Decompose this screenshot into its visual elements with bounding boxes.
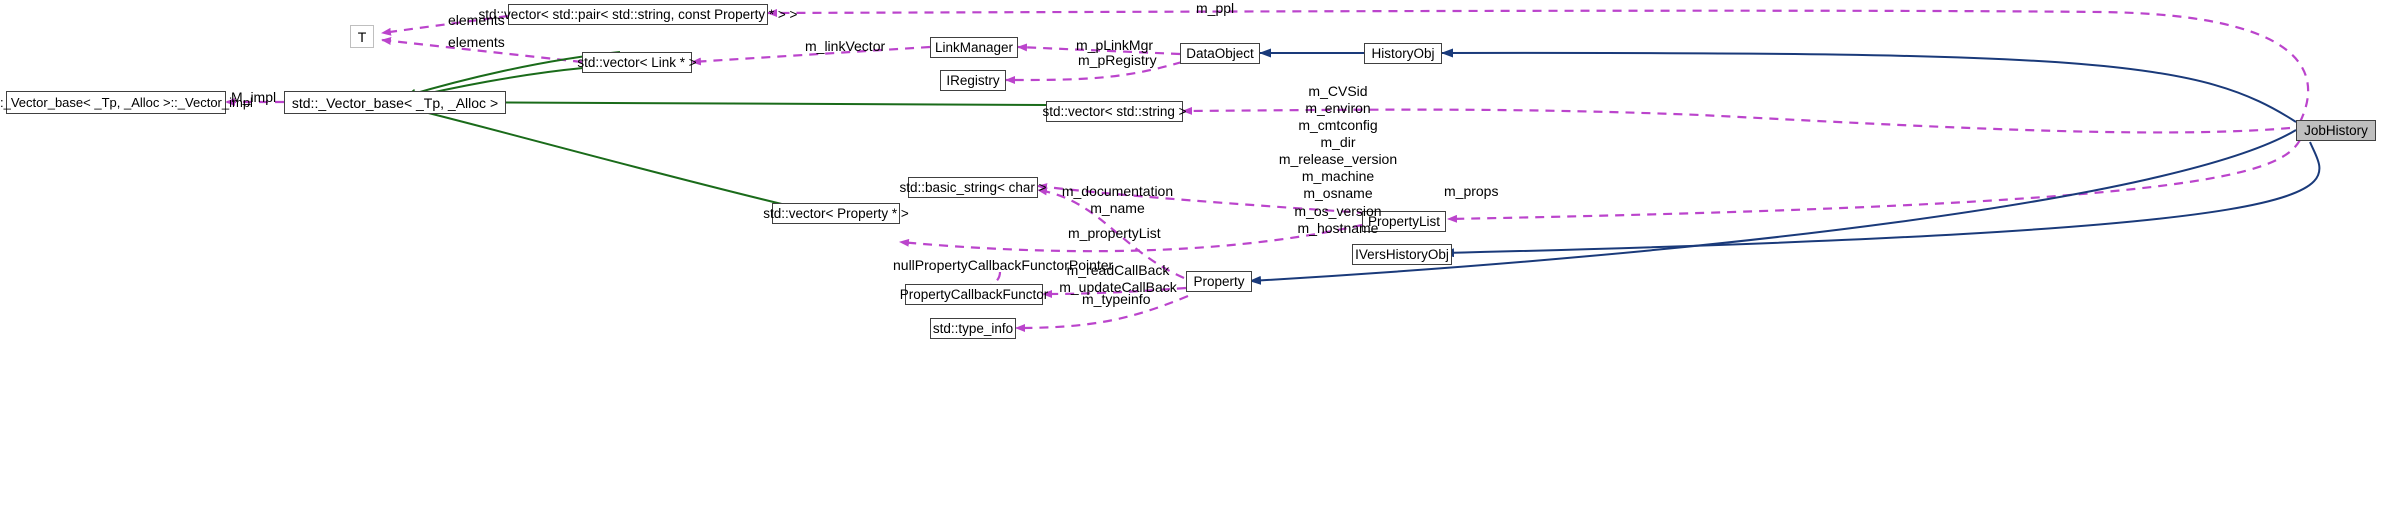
edge-template-property-vector bbox=[403, 104, 791, 207]
edge-label-m-propertylist: m_propertyList bbox=[1068, 225, 1161, 241]
node-iregistry[interactable]: IRegistry bbox=[940, 70, 1006, 91]
node-job-history[interactable]: JobHistory bbox=[2296, 120, 2376, 141]
node-ivers-history-obj[interactable]: IVersHistoryObj bbox=[1352, 244, 1452, 265]
edge-inherit-jobhistory-historyobj bbox=[1441, 48, 2297, 123]
edge-label-elements-2: elements bbox=[448, 34, 505, 50]
node-vector-property-ptr[interactable]: std::vector< Property * > bbox=[763, 203, 909, 224]
edge-label-m-linkvector: m_linkVector bbox=[805, 38, 886, 54]
node-data-object[interactable]: DataObject bbox=[1180, 43, 1260, 64]
edge-label-m-ppl: m_ppl bbox=[1196, 0, 1235, 16]
edge-m-ppl bbox=[767, 8, 2310, 123]
node-history-obj[interactable]: HistoryObj bbox=[1364, 43, 1442, 64]
edge-label-m-props: m_props bbox=[1444, 183, 1499, 199]
node-vector-pair-string-property[interactable]: std::vector< std::pair< std::string, con… bbox=[479, 4, 797, 25]
node-vector-string[interactable]: std::vector< std::string > bbox=[1042, 101, 1187, 122]
node-vector-link-ptr[interactable]: std::vector< Link * > bbox=[577, 52, 697, 73]
edge-label-m-typeinfo: m_typeinfo bbox=[1082, 291, 1151, 307]
node-basic-string-char[interactable]: std::basic_string< char > bbox=[899, 177, 1047, 198]
node-property-callback-functor[interactable]: PropertyCallbackFunctor bbox=[900, 284, 1048, 305]
edge-label-m-pregistry: m_pRegistry bbox=[1078, 52, 1157, 68]
node-link-manager[interactable]: LinkManager bbox=[930, 37, 1018, 58]
node-type-info[interactable]: std::type_info bbox=[930, 318, 1016, 339]
edge-label-jobhistory-members: m_CVSid m_environ m_cmtconfig m_dir m_re… bbox=[1278, 83, 1398, 236]
node-property[interactable]: Property bbox=[1186, 271, 1252, 292]
node-vector-base-impl[interactable]: std::_Vector_base< _Tp, _Alloc >::_Vecto… bbox=[0, 91, 253, 114]
node-vector-base[interactable]: std::_Vector_base< _Tp, _Alloc > bbox=[284, 91, 506, 114]
node-template-param-t[interactable]: T bbox=[350, 25, 374, 48]
edge-label-m-impl: M_impl bbox=[231, 89, 277, 105]
edge-m-props bbox=[1447, 139, 2301, 223]
edge-label-m-documentation-name: m_documentation m_name bbox=[1061, 183, 1174, 217]
edge-inherit-iversionhistoryobj bbox=[1442, 141, 2321, 258]
edge-label-elements-1: elements bbox=[448, 12, 505, 28]
